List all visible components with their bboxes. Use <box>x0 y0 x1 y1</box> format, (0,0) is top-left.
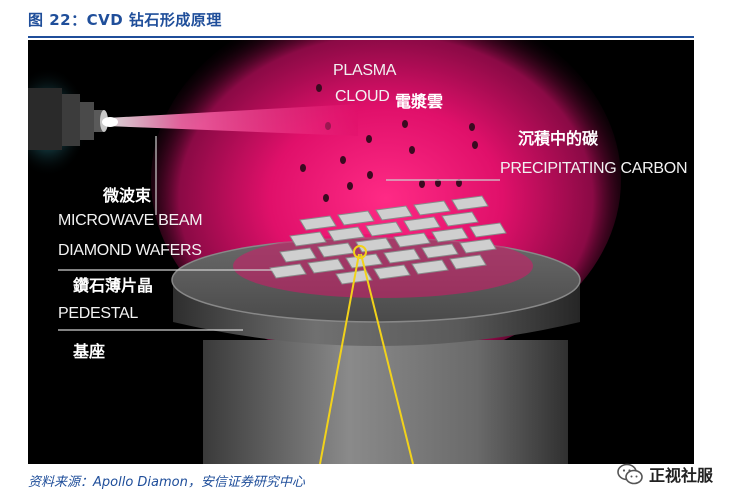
cvd-diagram: PLASMA CLOUD 電漿雲 沉積中的碳 PRECIPITATING CAR… <box>28 40 694 464</box>
plasma-label-line1: PLASMA <box>333 62 397 79</box>
watermark-text: 正视社服 <box>648 466 713 485</box>
title-divider <box>28 36 694 38</box>
beam-source-spot <box>102 117 118 127</box>
pedestal-column <box>203 340 568 464</box>
pedestal-label: PEDESTAL <box>58 305 138 322</box>
microwave-beam <box>106 104 358 136</box>
microwave-emitter <box>28 88 108 150</box>
plasma-label-cn: 電漿雲 <box>395 92 444 111</box>
source-note: 资料来源：Apollo Diamon，安信证券研究中心 <box>28 475 305 490</box>
precipitating-carbon-label: PRECIPITATING CARBON <box>500 160 688 177</box>
diamond-wafers-label: DIAMOND WAFERS <box>58 242 202 259</box>
figure-title: 图 22：CVD 钻石形成原理 <box>28 11 222 29</box>
diamond-wafers-label-cn: 鑽石薄片晶 <box>73 276 154 295</box>
diamond-wafers <box>269 195 507 285</box>
watermark: 正视社服 <box>617 462 713 486</box>
yellow-beam-lines <box>319 245 414 464</box>
pedestal-label-cn: 基座 <box>73 342 106 361</box>
precipitating-carbon-label-cn: 沉積中的碳 <box>518 129 599 148</box>
microwave-beam-label: MICROWAVE BEAM <box>58 212 203 229</box>
carbon-particles <box>300 84 478 202</box>
microwave-beam-label-cn: 微波束 <box>103 186 152 205</box>
wechat-icon <box>617 463 643 485</box>
plasma-label-line2: CLOUD <box>335 88 390 105</box>
leader-lines <box>58 136 500 331</box>
cvd-illustration <box>28 40 621 464</box>
